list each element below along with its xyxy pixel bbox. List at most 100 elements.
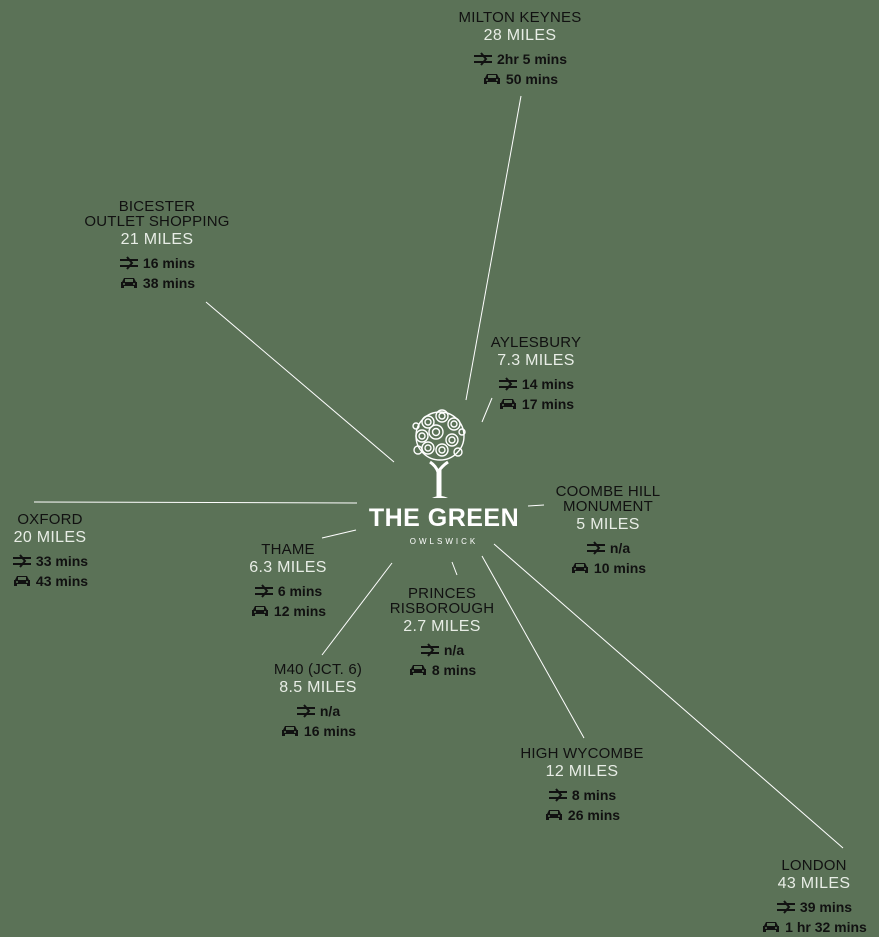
- dest-miles: 12 MILES: [545, 763, 619, 780]
- the-green-title: THE GREEN OWLSWICK: [364, 504, 524, 547]
- car-icon: [251, 606, 268, 616]
- car-time: 10 mins: [530, 558, 686, 578]
- line-bicester: [205, 301, 395, 463]
- train-icon: [296, 704, 315, 718]
- train-icon: [12, 554, 31, 568]
- car-icon: [499, 399, 516, 409]
- dest-name-line: MILTON KEYNES: [458, 9, 582, 26]
- dest-name: MILTON KEYNES: [440, 10, 600, 25]
- dest-miles: 8.5 MILES: [279, 679, 357, 696]
- car-time-value: 43 mins: [35, 573, 89, 589]
- train-time-value: n/a: [443, 642, 465, 658]
- train-time: n/a: [248, 701, 388, 721]
- line-oxford: [33, 501, 358, 504]
- line-milton-keynes: [465, 95, 522, 401]
- train-time: 33 mins: [4, 551, 96, 571]
- dest-name-line: M40 (JCT. 6): [273, 661, 363, 678]
- train-time-value: 33 mins: [35, 553, 89, 569]
- car-icon: [571, 563, 588, 573]
- car-time: 8 mins: [372, 660, 512, 680]
- line-london: [493, 543, 844, 849]
- dest-name: HIGH WYCOMBE: [500, 746, 664, 761]
- car-icon: [409, 665, 426, 675]
- car-time-value: 17 mins: [521, 396, 575, 412]
- dest-name-line: LONDON: [781, 857, 847, 874]
- dest-princes-risborough: PRINCES RISBOROUGH 2.7 MILES n/a 8 mins: [372, 586, 512, 680]
- dest-miles: 43 MILES: [777, 875, 851, 892]
- train-time-value: 8 mins: [571, 787, 617, 803]
- dest-milton-keynes: MILTON KEYNES 28 MILES 2hr 5 mins 50 min…: [440, 10, 600, 89]
- car-icon: [763, 922, 780, 932]
- train-time-value: 2hr 5 mins: [496, 51, 568, 67]
- train-time: 16 mins: [60, 253, 254, 273]
- line-aylesbury: [481, 397, 493, 423]
- dest-name: THAME: [236, 542, 340, 557]
- car-time: 1 hr 32 mins: [750, 917, 878, 937]
- dest-name: M40 (JCT. 6): [248, 662, 388, 677]
- dest-miles: 21 MILES: [120, 231, 194, 248]
- car-time: 26 mins: [500, 805, 664, 825]
- train-icon: [586, 541, 605, 555]
- train-icon: [473, 52, 492, 66]
- dest-name: BICESTER OUTLET SHOPPING: [60, 199, 254, 229]
- dest-m40: M40 (JCT. 6) 8.5 MILES n/a 16 mins: [248, 662, 388, 741]
- train-icon: [548, 788, 567, 802]
- train-time: 6 mins: [236, 581, 340, 601]
- train-icon: [498, 377, 517, 391]
- dest-name-line: RISBOROUGH: [389, 600, 495, 617]
- train-time: n/a: [372, 640, 512, 660]
- dest-high-wycombe: HIGH WYCOMBE 12 MILES 8 mins 26 mins: [500, 746, 664, 825]
- car-time: 43 mins: [4, 571, 96, 591]
- dest-miles: 28 MILES: [483, 27, 557, 44]
- car-time: 16 mins: [248, 721, 388, 741]
- car-time-value: 38 mins: [142, 275, 196, 291]
- dest-name: COOMBE HILL MONUMENT: [530, 484, 686, 514]
- car-time: 50 mins: [440, 69, 600, 89]
- center-title: THE GREEN: [368, 504, 520, 532]
- train-icon: [776, 900, 795, 914]
- car-time-value: 8 mins: [431, 662, 477, 678]
- dest-name-line: THAME: [261, 541, 315, 558]
- tree-logo: [412, 409, 466, 498]
- train-time: 8 mins: [500, 785, 664, 805]
- car-time: 38 mins: [60, 273, 254, 293]
- dest-coombe-hill: COOMBE HILL MONUMENT 5 MILES n/a 10 mins: [530, 484, 686, 578]
- dest-miles: 20 MILES: [13, 529, 87, 546]
- dest-thame: THAME 6.3 MILES 6 mins 12 mins: [236, 542, 340, 621]
- line-coombe-hill: [527, 504, 545, 507]
- train-icon: [254, 584, 273, 598]
- dest-name: PRINCES RISBOROUGH: [372, 586, 512, 616]
- line-m40: [321, 562, 393, 656]
- car-icon: [483, 74, 500, 84]
- car-time-value: 50 mins: [505, 71, 559, 87]
- train-time-value: 6 mins: [277, 583, 323, 599]
- car-icon: [120, 278, 137, 288]
- line-thame: [321, 529, 357, 539]
- train-time: 14 mins: [466, 374, 606, 394]
- dest-miles: 5 MILES: [576, 516, 640, 533]
- dest-name-line: MONUMENT: [563, 498, 653, 515]
- dest-bicester: BICESTER OUTLET SHOPPING 21 MILES 16 min…: [60, 199, 254, 293]
- dest-miles: 2.7 MILES: [403, 618, 481, 635]
- train-time-value: n/a: [319, 703, 341, 719]
- car-icon: [13, 576, 30, 586]
- dest-name-line: OXFORD: [17, 511, 83, 528]
- train-time: 2hr 5 mins: [440, 49, 600, 69]
- dest-name: AYLESBURY: [466, 335, 606, 350]
- dest-miles: 7.3 MILES: [497, 352, 575, 369]
- car-time-value: 26 mins: [567, 807, 621, 823]
- train-icon: [420, 643, 439, 657]
- dest-miles: 6.3 MILES: [249, 559, 327, 576]
- center-subtitle: OWLSWICK: [409, 537, 479, 546]
- train-time-value: 39 mins: [799, 899, 853, 915]
- train-time: n/a: [530, 538, 686, 558]
- car-time: 12 mins: [236, 601, 340, 621]
- dest-name-line: OUTLET SHOPPING: [84, 213, 230, 230]
- car-time-value: 10 mins: [593, 560, 647, 576]
- dest-oxford: OXFORD 20 MILES 33 mins 43 mins: [4, 512, 96, 591]
- car-time-value: 16 mins: [303, 723, 357, 739]
- dest-name-line: HIGH WYCOMBE: [520, 745, 644, 762]
- car-icon: [545, 810, 562, 820]
- dest-london: LONDON 43 MILES 39 mins 1 hr 32 mins: [750, 858, 878, 937]
